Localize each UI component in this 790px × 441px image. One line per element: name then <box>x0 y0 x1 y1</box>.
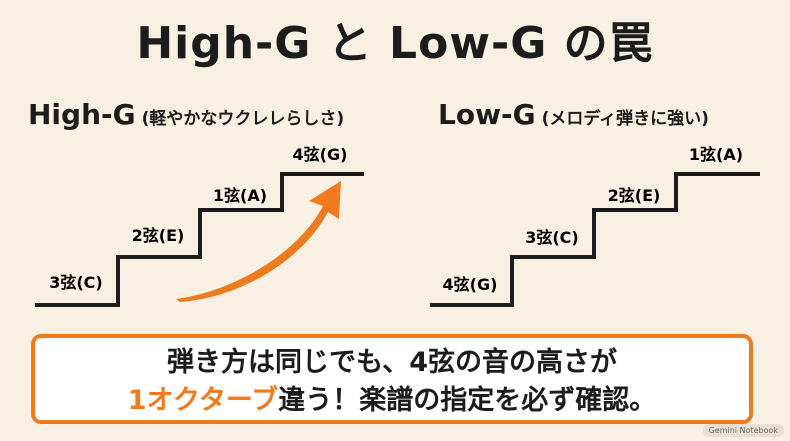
low-g-note: (メロディ弾きに強い) <box>541 109 709 129</box>
low-g-step-label: 3弦(C) <box>525 228 579 247</box>
low-g-heading: Low-G(メロディ弾きに強い) <box>438 98 709 131</box>
high-g-step-label: 2弦(E) <box>132 226 185 245</box>
callout-line-1: 弾き方は同じでも、4弦の音の高さが <box>167 347 617 378</box>
low-g-step-label: 4弦(G) <box>443 275 498 294</box>
high-g-step-label: 1弦(A) <box>213 186 267 205</box>
high-g-step-label: 4弦(G) <box>293 145 348 164</box>
arrow-icon <box>176 181 341 302</box>
high-g-step-label: 3弦(C) <box>49 273 103 292</box>
low-g-staircase <box>430 172 760 307</box>
callout-line-2: 1オクターブ違う！楽譜の指定を必ず確認。 <box>35 382 749 420</box>
high-g-label: High-G <box>28 98 136 131</box>
high-g-note: (軽やかなウクレレらしさ) <box>141 109 345 129</box>
gemini-notebook-badge: Gemini Notebook <box>702 424 784 437</box>
high-g-heading: High-G(軽やかなウクレレらしさ) <box>28 98 344 131</box>
low-g-label: Low-G <box>438 98 536 131</box>
callout-accent: 1オクターブ <box>127 385 279 416</box>
callout-rest: 違う！楽譜の指定を必ず確認。 <box>278 385 657 416</box>
page-title: High-G と Low-G の罠 <box>136 18 654 69</box>
low-g-step-label: 2弦(E) <box>608 186 661 205</box>
high-g-staircase <box>35 172 364 307</box>
callout-box: 弾き方は同じでも、4弦の音の高さが 1オクターブ違う！楽譜の指定を必ず確認。 <box>31 334 753 424</box>
low-g-step-label: 1弦(A) <box>689 145 743 164</box>
